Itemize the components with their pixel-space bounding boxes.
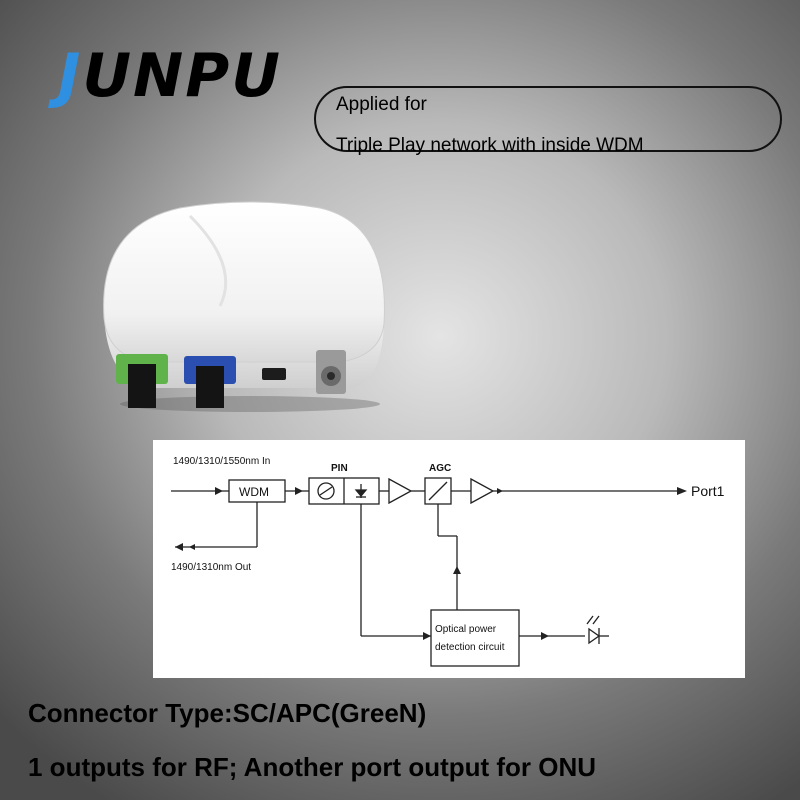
detection-circuit-line2: detection circuit xyxy=(435,642,505,653)
pin-label: PIN xyxy=(331,463,348,474)
amplifier-1-icon xyxy=(388,477,413,505)
detection-circuit-line1: Optical power xyxy=(435,624,497,635)
output-wavelength-label: 1490/1310nm Out xyxy=(171,562,251,573)
brand-logo-rest: UNPU xyxy=(82,41,282,111)
brand-logo: JUNPU xyxy=(58,46,282,106)
applied-for-label: Applied for xyxy=(336,94,427,115)
block-diagram-svg: 1490/1310/1550nm In WDM PIN AGC Port1 14… xyxy=(171,456,725,667)
pin-lens-icon xyxy=(317,482,335,500)
outputs-description-text: 1 outputs for RF; Another port output fo… xyxy=(28,752,597,782)
amplifier-2-icon xyxy=(470,477,495,505)
applied-for-callout xyxy=(314,86,782,152)
led-icon xyxy=(588,627,601,645)
arrowheads xyxy=(175,487,687,640)
block-diagram: 1490/1310/1550nm In WDM PIN AGC Port1 14… xyxy=(153,440,745,678)
brand-logo-j: J xyxy=(58,41,83,111)
product-device-image xyxy=(103,201,385,412)
input-wavelength-label: 1490/1310/1550nm In xyxy=(173,456,270,467)
wdm-label: WDM xyxy=(239,485,269,499)
detection-circuit-box xyxy=(430,609,520,667)
applied-for-description: Triple Play network with inside WDM xyxy=(336,135,644,156)
connector-type-text: Connector Type:SC/APC(GreeN) xyxy=(28,698,427,728)
agc-label: AGC xyxy=(429,463,451,474)
port1-label: Port1 xyxy=(691,483,725,499)
